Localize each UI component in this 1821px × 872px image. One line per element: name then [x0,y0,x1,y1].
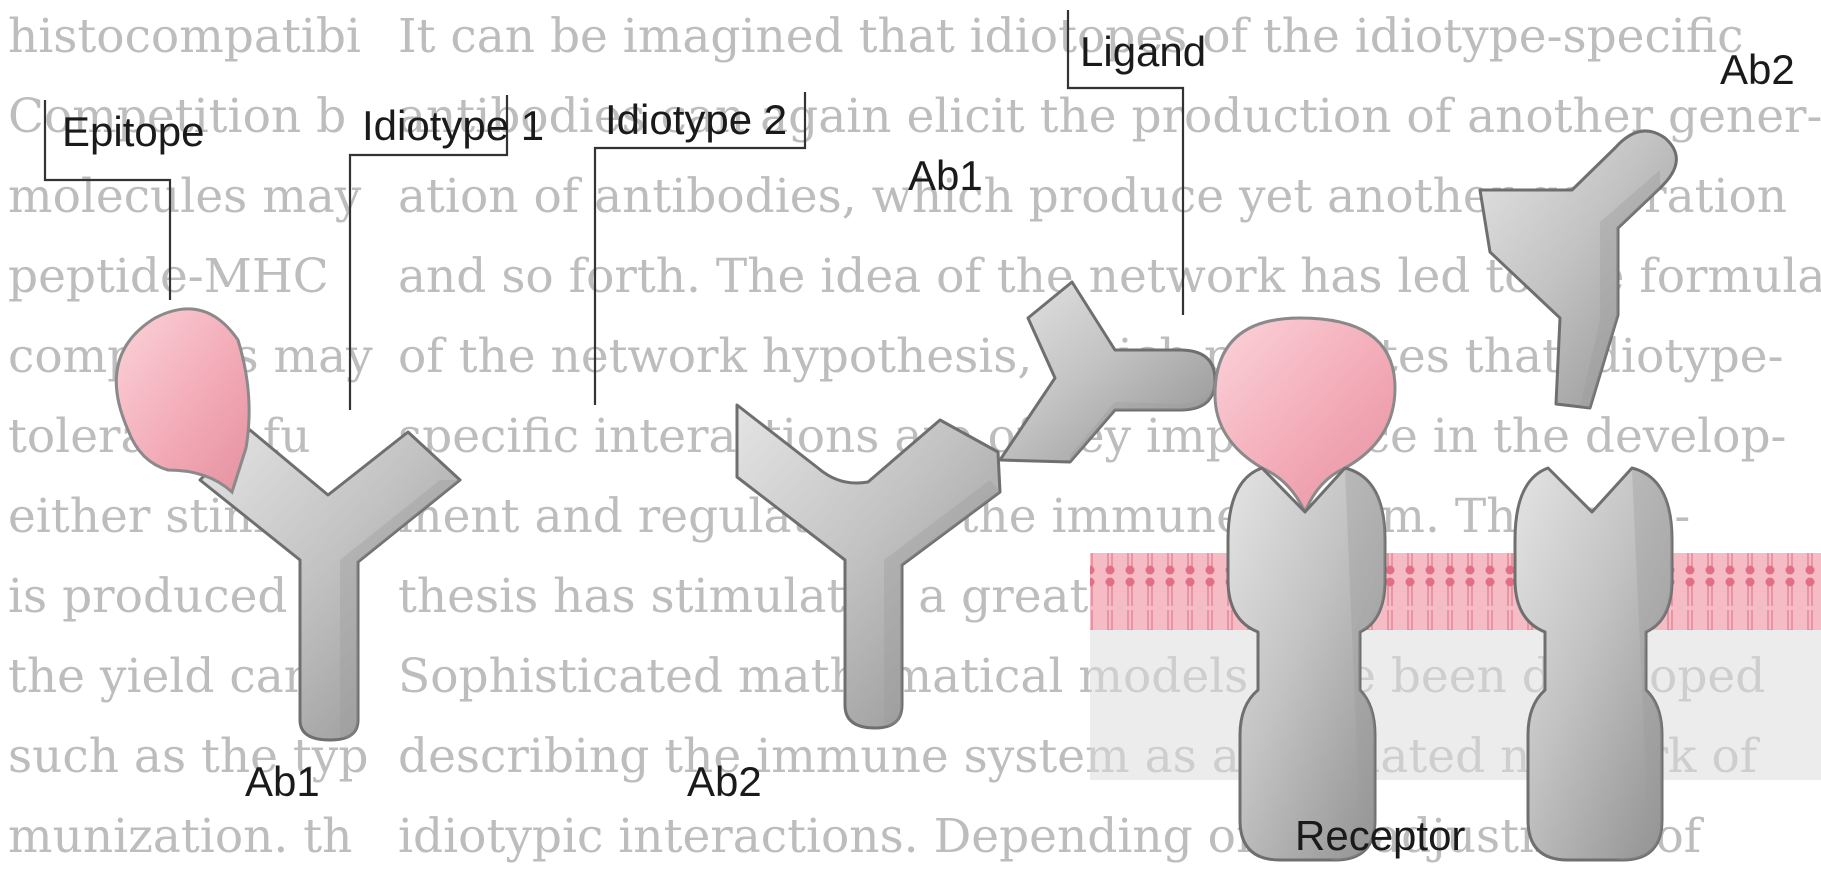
background-page-text-line: ment and regulation of the immune system… [398,489,1690,544]
ab2-right-label: Ab2 [1720,46,1795,93]
background-margin-text-line: histocompatibi [8,9,361,64]
background-margin-text-line: peptide-MHC [8,249,329,304]
receptor-label: Receptor [1295,812,1465,859]
background-page-text-line: idiotypic interactions. Depending on the… [398,809,1705,864]
background-margin-text-line: munization. th [8,809,352,864]
ligand-label: Ligand [1080,28,1206,75]
ab2-middle-label: Ab2 [687,758,762,805]
idiotype1-label: Idiotype 1 [362,102,544,149]
background-margin-text-line: is produced b [8,569,333,624]
idiotype2-label: Idiotype 2 [605,96,787,143]
ab1-middle-label: Ab1 [908,152,983,199]
background-page-text-line: It can be imagined that idiotopes of the… [398,9,1744,64]
ab1-left-label: Ab1 [245,758,320,805]
epitope-antigen [116,309,249,492]
epitope-label: Epitope [62,108,204,155]
background-margin-text-line: molecules may [8,169,362,224]
cell-membrane [1090,553,1821,780]
